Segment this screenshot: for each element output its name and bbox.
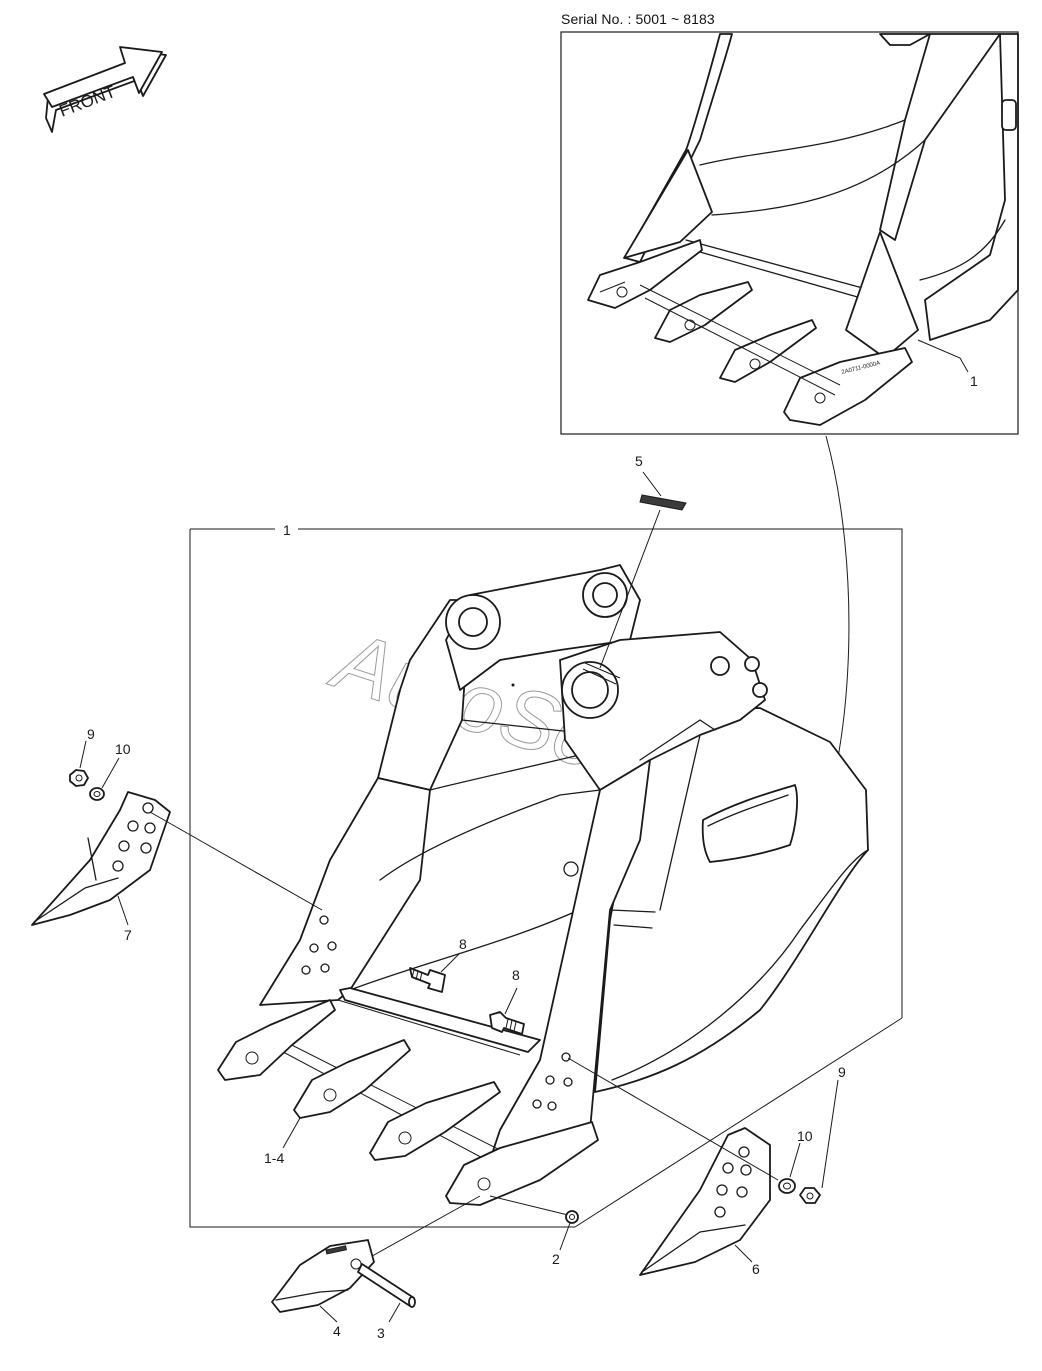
main-callout-2: 2 [552,1251,560,1267]
main-callout-3: 3 [377,1325,385,1341]
main-bucket-drawing [259,564,869,1161]
front-arrow-icon: FRONT [43,46,167,133]
main-callout-6: 6 [752,1261,760,1277]
main-callout-9-right: 9 [838,1064,846,1080]
main-callout-8-left: 8 [459,936,467,952]
serial-number-range: Serial No. : 5001 ~ 8183 [561,11,715,27]
main-callout-1: 1 [283,522,291,538]
part-9-nut-right-icon [799,1187,821,1204]
part-2-retainer-icon [565,1210,579,1224]
main-callout-10-left: 10 [115,741,131,757]
main-callout-1-4: 1-4 [264,1150,284,1166]
part-7-side-cutter [31,791,171,926]
part-8-bolt-right [489,1011,525,1035]
inset-callout-1: 1 [970,373,978,389]
part-9-nut-left-icon [69,769,89,787]
inset-bucket-drawing: 2A0711-0000A [587,33,1019,426]
part-8-bolt-left [409,967,446,993]
main-callout-10-right: 10 [797,1128,813,1144]
part-5-decal-icon [639,494,687,511]
part-4-tooth [271,1239,375,1313]
part-10-washer-right-icon [778,1178,796,1194]
main-callout-4: 4 [333,1323,341,1339]
part-10-washer-left-icon [89,787,105,801]
main-callout-8-right: 8 [512,967,520,983]
part-6-side-cutter [639,1127,771,1276]
main-callout-9-left: 9 [87,726,95,742]
main-frame [189,528,903,1228]
main-callout-5: 5 [635,453,643,469]
main-callout-7: 7 [124,927,132,943]
part-3-pin [357,1263,416,1308]
bucket-teeth-row [217,999,599,1206]
